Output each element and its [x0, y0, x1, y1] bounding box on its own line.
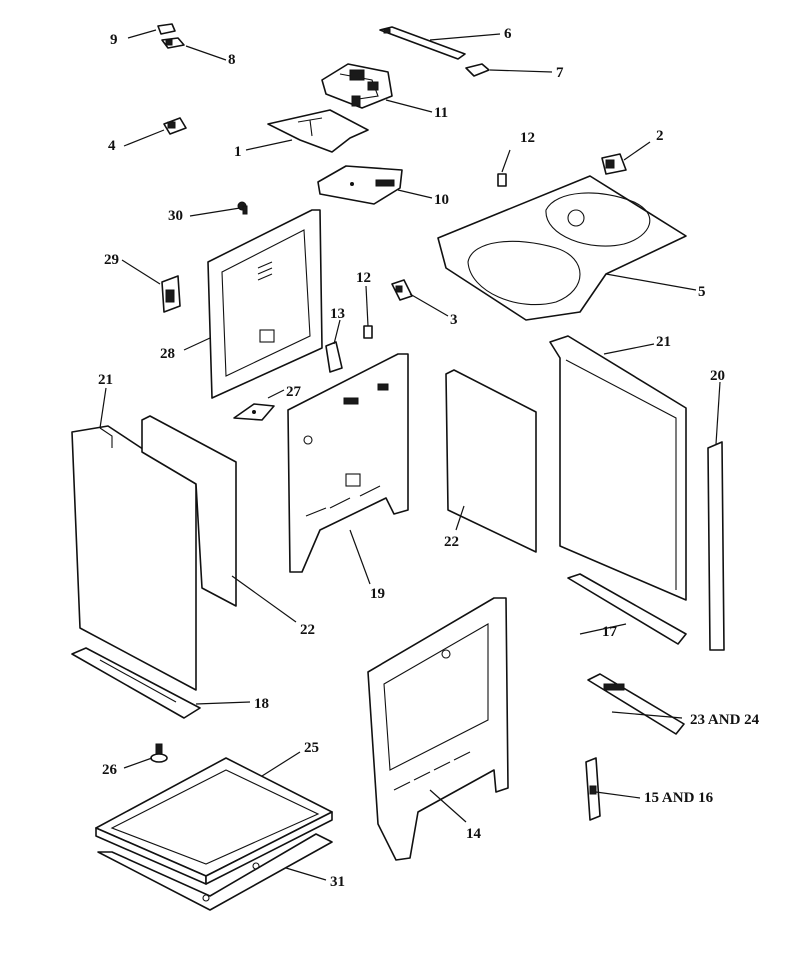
callout-9: 9: [110, 32, 118, 48]
callout-15-and-16: 15 AND 16: [644, 790, 714, 806]
part-10-bracket: [317, 165, 403, 205]
callout-2: 2: [656, 128, 664, 144]
part-20-rail: [707, 441, 725, 651]
part-13-bracket: [325, 341, 343, 373]
callout-19: 19: [370, 586, 385, 602]
part-14-front-frame: [367, 597, 509, 861]
callout-21-left: 21: [98, 372, 113, 388]
part-11-switch-assembly: [321, 63, 393, 109]
part-12-plug-lower: [363, 325, 373, 339]
callout-22-right: 22: [444, 534, 459, 550]
part-22-side-panel-right: [445, 369, 537, 553]
part-28-back-panel: [207, 209, 323, 399]
part-1-plate: [267, 109, 369, 153]
part-27-plate: [233, 403, 275, 421]
callout-1: 1: [234, 144, 242, 160]
part-2-clip: [601, 153, 627, 175]
callout-14: 14: [466, 826, 482, 842]
callout-23-and-24: 23 AND 24: [690, 712, 760, 728]
callout-3: 3: [450, 312, 458, 328]
part-18-rail: [71, 647, 201, 719]
callout-18: 18: [254, 696, 269, 712]
part-26-leveling-foot: [150, 743, 168, 763]
part-21-side-panel-right: [549, 335, 687, 601]
callout-20: 20: [710, 368, 725, 384]
part-15-16-bracket: [585, 757, 601, 821]
callout-12-lower: 12: [356, 270, 371, 286]
part-5-cooktop: [437, 175, 687, 321]
part-25-drawer: [95, 757, 333, 885]
callout-4: 4: [108, 138, 116, 154]
part-12-plug-upper: [497, 173, 507, 187]
callout-7: 7: [556, 65, 564, 81]
callout-labels: 9 8 6 7 11 4 1 12 2 10 5 30 29 12 3 13 2…: [98, 26, 760, 890]
callout-28: 28: [160, 346, 175, 362]
callout-31: 31: [330, 874, 345, 890]
callout-17: 17: [602, 624, 618, 640]
callout-8: 8: [228, 52, 236, 68]
part-3-bracket: [391, 279, 413, 301]
callout-12-upper: 12: [520, 130, 535, 146]
part-31-drawer-bottom: [97, 833, 333, 911]
part-7-block: [465, 63, 490, 77]
part-22-side-panel-left: [141, 415, 237, 607]
callout-26: 26: [102, 762, 118, 778]
part-19-back-panel: [287, 353, 409, 573]
part-4-clip: [163, 117, 187, 135]
callout-21-right: 21: [656, 334, 671, 350]
leader-lines: [99, 29, 721, 881]
part-29-terminal: [161, 275, 181, 313]
callout-27: 27: [286, 384, 302, 400]
callout-13: 13: [330, 306, 345, 322]
callout-5: 5: [698, 284, 706, 300]
part-9-clip: [157, 23, 176, 35]
part-8-bracket: [161, 37, 185, 49]
part-23-24-slide-rail: [587, 673, 685, 735]
callout-30: 30: [168, 208, 183, 224]
callout-10: 10: [434, 192, 449, 208]
part-6-bar: [379, 26, 466, 60]
callout-29: 29: [104, 252, 119, 268]
callout-6: 6: [504, 26, 512, 42]
callout-25: 25: [304, 740, 319, 756]
callout-22-left: 22: [300, 622, 315, 638]
callout-11: 11: [434, 105, 448, 121]
part-17-rail: [567, 573, 687, 645]
part-21-side-panel-left: [71, 425, 197, 691]
